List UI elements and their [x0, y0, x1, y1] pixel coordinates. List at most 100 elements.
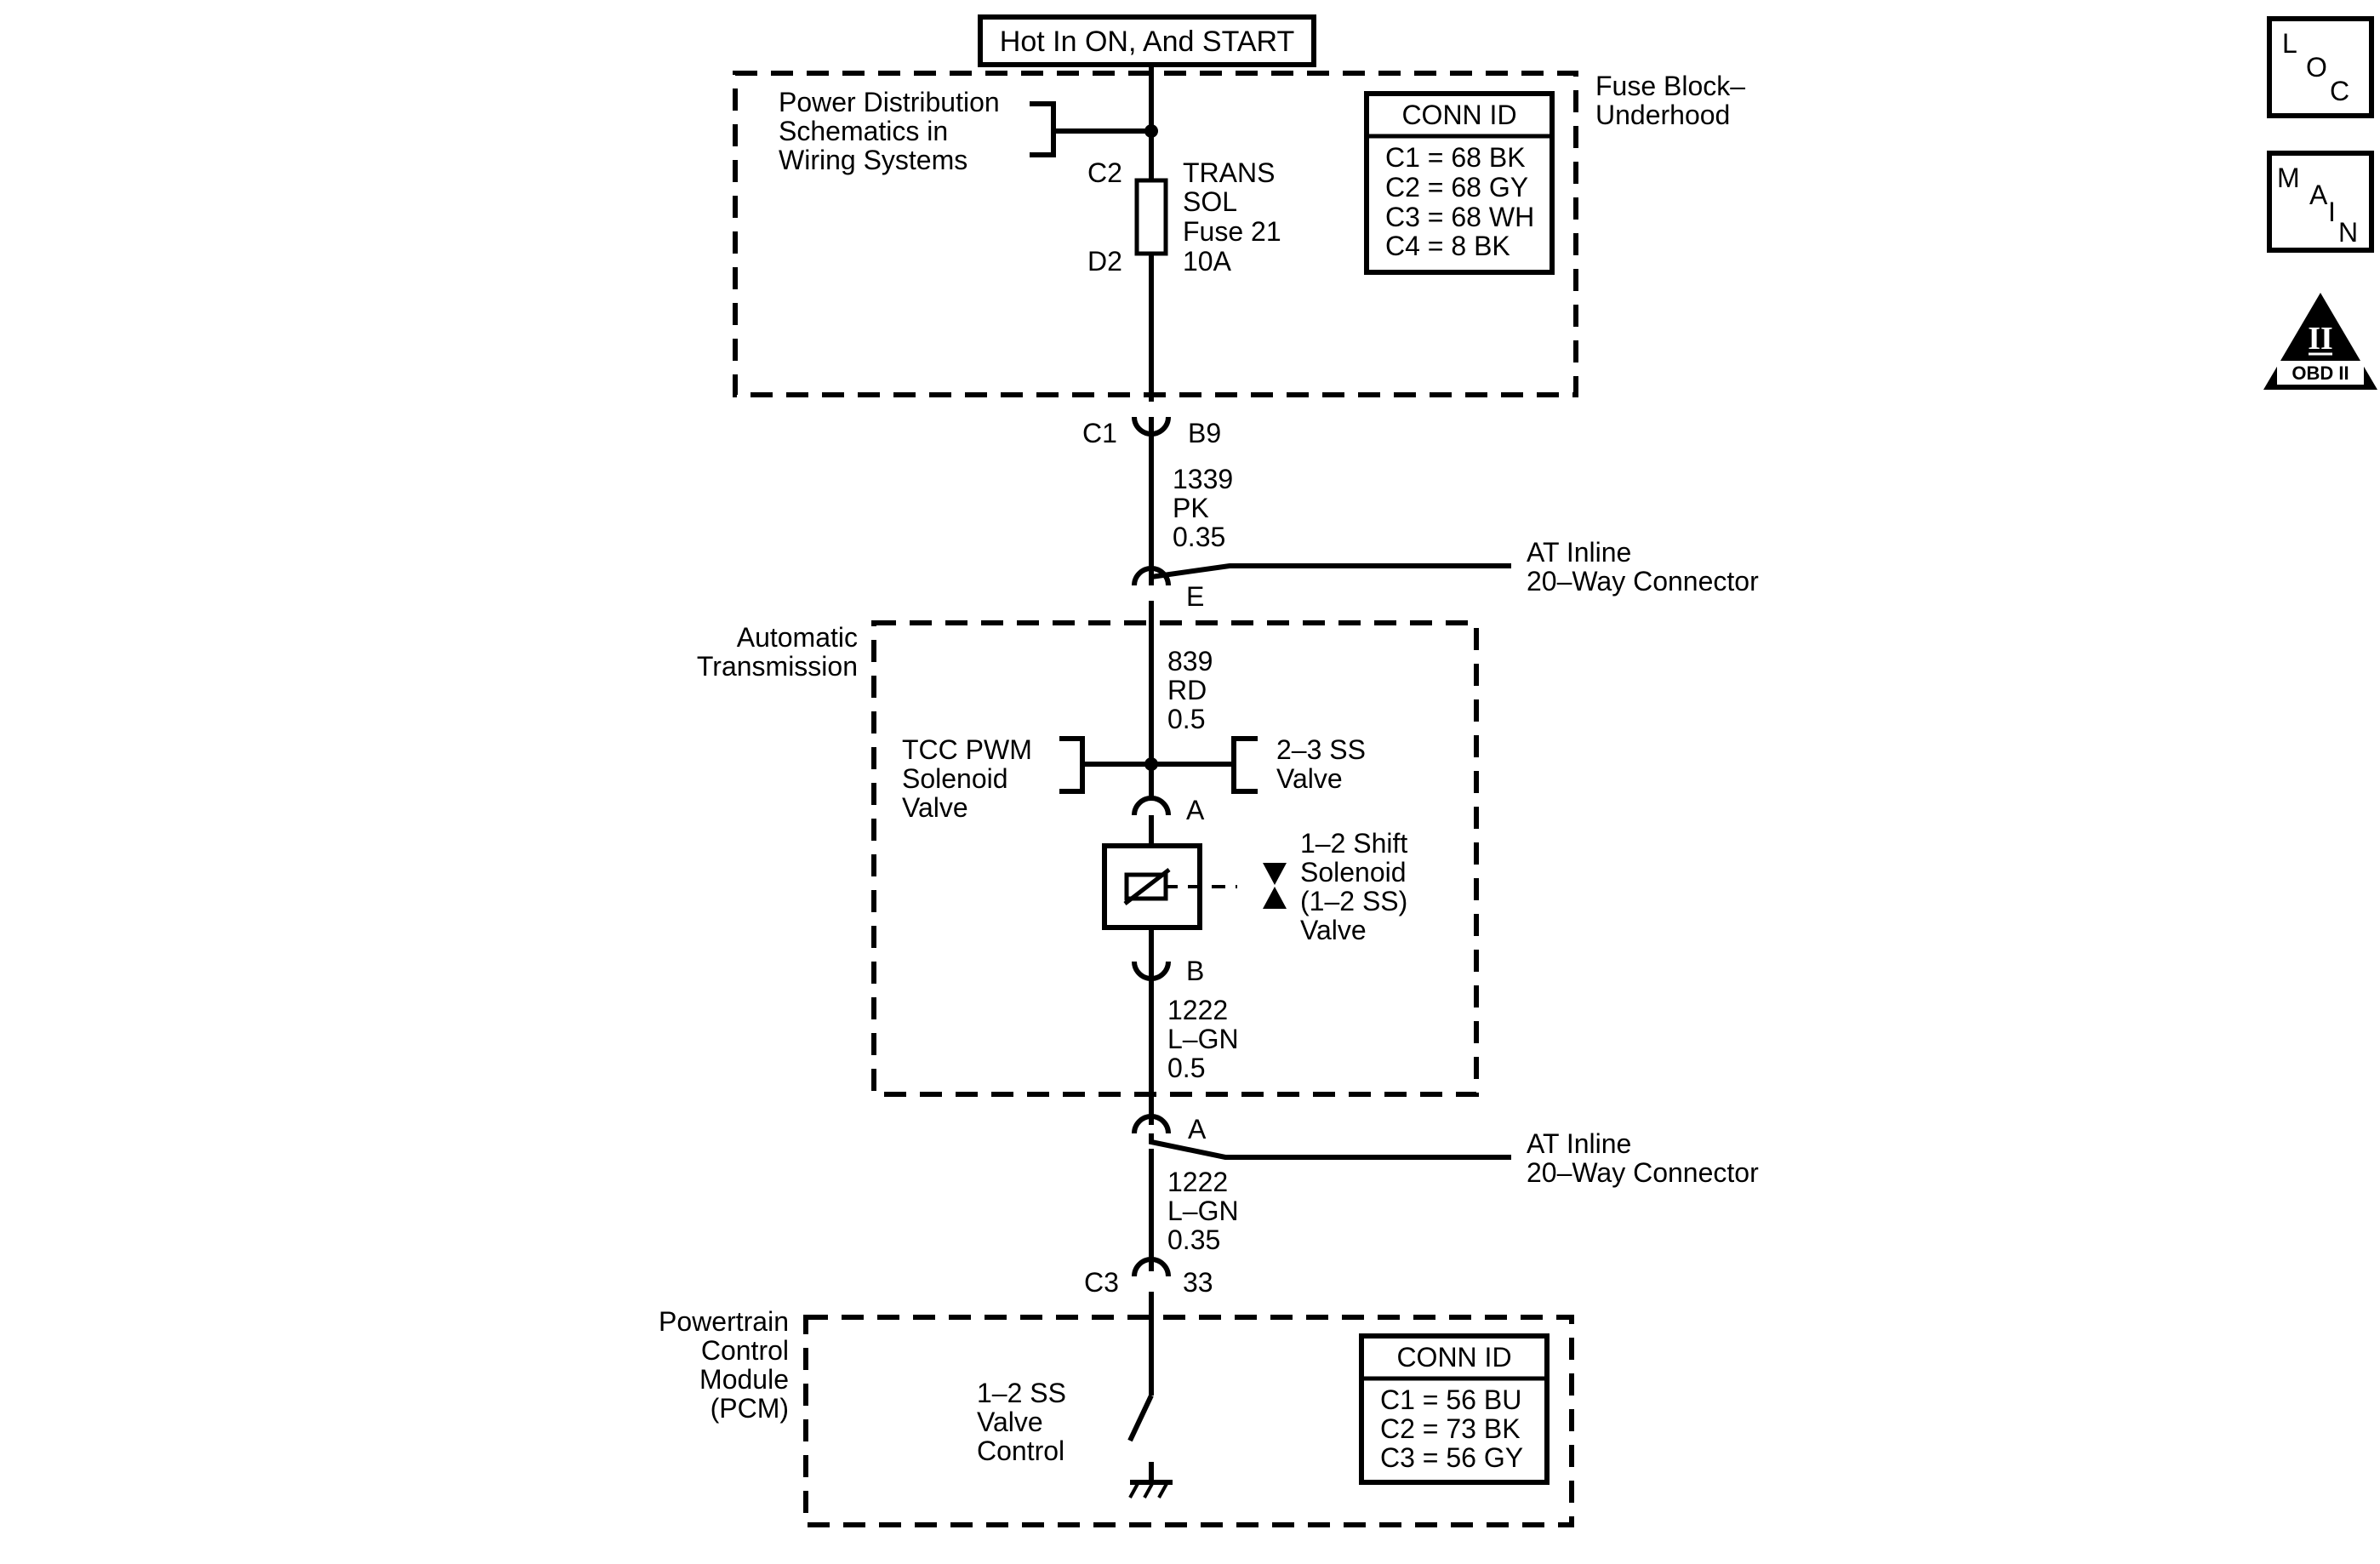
shift-solenoid-label: 1–2 Shift Solenoid (1–2 SS) Valve — [1300, 828, 1407, 945]
svg-text:I: I — [2328, 197, 2336, 227]
solenoid-pin-a: A — [1132, 795, 1205, 846]
tcc-pwm-solenoid-label: TCC PWM Solenoid Valve — [902, 734, 1032, 823]
obd-ii-icon[interactable]: II OBD II — [2263, 293, 2377, 390]
fuse-block-conn-id-table: CONN ID C1 = 68 BK C2 = 68 GY C3 = 68 WH… — [1364, 91, 1555, 275]
pcm-outline — [803, 1315, 1574, 1527]
pcm-label: Powertrain Control Module (PCM) — [659, 1306, 789, 1424]
svg-text:Fuse Block–: Fuse Block– — [1595, 71, 1745, 101]
power-distribution-ref: Power Distribution Schematics in Wiring … — [779, 87, 1158, 175]
svg-text:B: B — [1186, 956, 1204, 986]
svg-text:Solenoid: Solenoid — [1300, 857, 1407, 888]
svg-text:Valve: Valve — [902, 792, 968, 823]
svg-text:Power Distribution: Power Distribution — [779, 87, 1000, 117]
svg-text:AT Inline: AT Inline — [1527, 1128, 1631, 1159]
svg-text:(1–2 SS): (1–2 SS) — [1300, 886, 1407, 916]
svg-text:PK: PK — [1173, 493, 1209, 523]
svg-text:0.35: 0.35 — [1167, 1224, 1220, 1255]
svg-text:Schematics in: Schematics in — [779, 116, 948, 146]
svg-text:839: 839 — [1167, 646, 1213, 676]
fuse-label: TRANS SOL Fuse 21 10A — [1183, 157, 1281, 277]
svg-text:Solenoid: Solenoid — [902, 763, 1008, 794]
svg-text:C3 = 56 GY: C3 = 56 GY — [1380, 1442, 1523, 1473]
svg-text:L: L — [2282, 28, 2297, 59]
at-inline-connector-bottom: A AT Inline 20–Way Connector — [1132, 1114, 1759, 1271]
connector-c3-33: C3 33 — [1084, 1257, 1213, 1396]
svg-text:II: II — [2308, 321, 2333, 357]
splice-tcc-23ss — [1059, 736, 1258, 794]
ss23-valve-label: 2–3 SS Valve — [1276, 734, 1366, 794]
svg-text:Automatic: Automatic — [737, 622, 858, 653]
svg-text:C: C — [2330, 76, 2349, 106]
svg-text:1–2 SS: 1–2 SS — [977, 1378, 1066, 1408]
svg-text:AT Inline: AT Inline — [1527, 537, 1631, 568]
svg-text:0.5: 0.5 — [1167, 704, 1205, 734]
wire-1222-label: 1222 L–GN 0.35 — [1167, 1167, 1239, 1255]
svg-text:A: A — [2309, 180, 2328, 210]
loc-icon[interactable]: L O C — [2267, 16, 2374, 118]
svg-text:RD: RD — [1167, 675, 1207, 705]
wire-1339-label: 1339 PK 0.35 — [1173, 464, 1233, 552]
svg-text:10A: 10A — [1183, 246, 1232, 277]
svg-text:C1: C1 — [1082, 418, 1117, 448]
svg-text:20–Way Connector: 20–Way Connector — [1527, 1157, 1759, 1188]
pcm-switch-ground — [1127, 1394, 1173, 1498]
svg-text:TCC PWM: TCC PWM — [902, 734, 1032, 765]
svg-text:Transmission: Transmission — [697, 651, 858, 682]
svg-text:C3 = 68 WH: C3 = 68 WH — [1385, 202, 1534, 232]
connector-c1-b9: C1 B9 — [1082, 416, 1221, 583]
svg-text:C1 = 68 BK: C1 = 68 BK — [1385, 142, 1526, 173]
svg-text:1339: 1339 — [1173, 464, 1233, 494]
svg-text:Valve: Valve — [1276, 763, 1343, 794]
svg-text:B9: B9 — [1188, 418, 1221, 448]
wire-839-label: 839 RD 0.5 — [1167, 646, 1213, 734]
svg-text:Control: Control — [701, 1335, 789, 1366]
title: Hot In ON, And START — [1000, 26, 1294, 58]
fuse-top-conn: C2 — [1087, 157, 1122, 188]
shift-solenoid-12 — [1102, 843, 1287, 930]
fuse-21 — [1134, 178, 1168, 256]
svg-text:0.5: 0.5 — [1167, 1053, 1205, 1083]
svg-text:CONN ID: CONN ID — [1396, 1342, 1511, 1373]
svg-text:Underhood: Underhood — [1595, 100, 1730, 130]
svg-text:Fuse 21: Fuse 21 — [1183, 216, 1281, 247]
automatic-transmission-label: Automatic Transmission — [697, 622, 858, 682]
svg-text:O: O — [2306, 52, 2327, 83]
pcm-control-label: 1–2 SS Valve Control — [977, 1378, 1066, 1466]
svg-text:C3: C3 — [1084, 1267, 1119, 1298]
title-box: Hot In ON, And START — [978, 14, 1316, 67]
svg-text:N: N — [2338, 217, 2358, 248]
svg-text:M: M — [2277, 163, 2300, 193]
main-icon[interactable]: M A I N — [2267, 151, 2374, 253]
svg-text:Valve: Valve — [977, 1407, 1043, 1437]
fuse-block-label: Fuse Block– Underhood — [1595, 71, 1745, 130]
svg-text:1–2 Shift: 1–2 Shift — [1300, 828, 1407, 859]
pcm-conn-id-table: CONN ID C1 = 56 BU C2 = 73 BK C3 = 56 GY — [1359, 1333, 1550, 1485]
svg-text:L–GN: L–GN — [1167, 1196, 1239, 1226]
svg-text:Valve: Valve — [1300, 915, 1367, 945]
svg-text:C4 = 8 BK: C4 = 8 BK — [1385, 231, 1510, 261]
automatic-transmission-outline — [871, 620, 1479, 1097]
svg-text:1222: 1222 — [1167, 1167, 1228, 1197]
at-inline-connector-top: E AT Inline 20–Way Connector — [1132, 537, 1759, 634]
svg-text:C2 = 73 BK: C2 = 73 BK — [1380, 1413, 1521, 1444]
svg-text:A: A — [1188, 1114, 1207, 1144]
svg-text:33: 33 — [1183, 1267, 1213, 1298]
fuse-block-outline — [733, 71, 1578, 397]
svg-text:1222: 1222 — [1167, 995, 1228, 1025]
svg-text:2–3 SS: 2–3 SS — [1276, 734, 1366, 765]
svg-text:20–Way Connector: 20–Way Connector — [1527, 566, 1759, 596]
svg-text:Control: Control — [977, 1436, 1064, 1466]
svg-text:C2 = 68 GY: C2 = 68 GY — [1385, 172, 1528, 203]
svg-text:SOL: SOL — [1183, 186, 1237, 217]
svg-text:CONN ID: CONN ID — [1401, 100, 1516, 130]
svg-text:E: E — [1186, 581, 1204, 612]
solenoid-pin-b: B — [1132, 928, 1204, 1125]
svg-text:C1 = 56 BU: C1 = 56 BU — [1380, 1384, 1521, 1415]
svg-text:(PCM): (PCM) — [711, 1393, 789, 1424]
svg-text:Powertrain: Powertrain — [659, 1306, 789, 1337]
svg-text:OBD II: OBD II — [2292, 362, 2349, 384]
svg-text:TRANS: TRANS — [1183, 157, 1275, 188]
svg-text:L–GN: L–GN — [1167, 1024, 1239, 1054]
fuse-bottom-conn: D2 — [1087, 246, 1122, 277]
